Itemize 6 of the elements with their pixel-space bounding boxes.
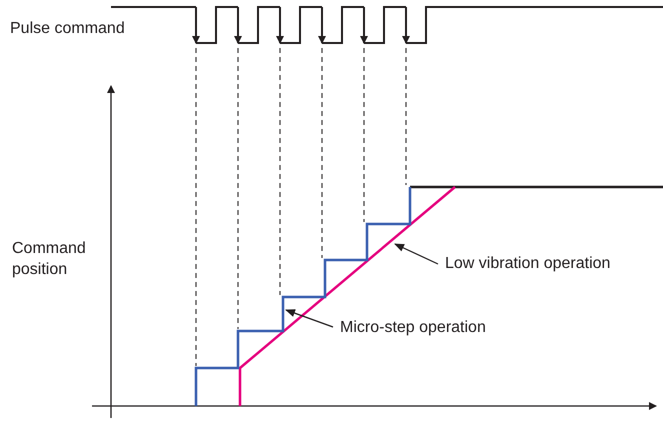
signal-label: Pulse command <box>10 19 125 39</box>
axis-label: Command position <box>12 239 87 280</box>
leader-line <box>394 243 438 265</box>
callout-label: Micro-step operation <box>340 317 486 338</box>
leader-line <box>285 309 334 328</box>
callout-label: Low vibration operation <box>445 253 610 274</box>
